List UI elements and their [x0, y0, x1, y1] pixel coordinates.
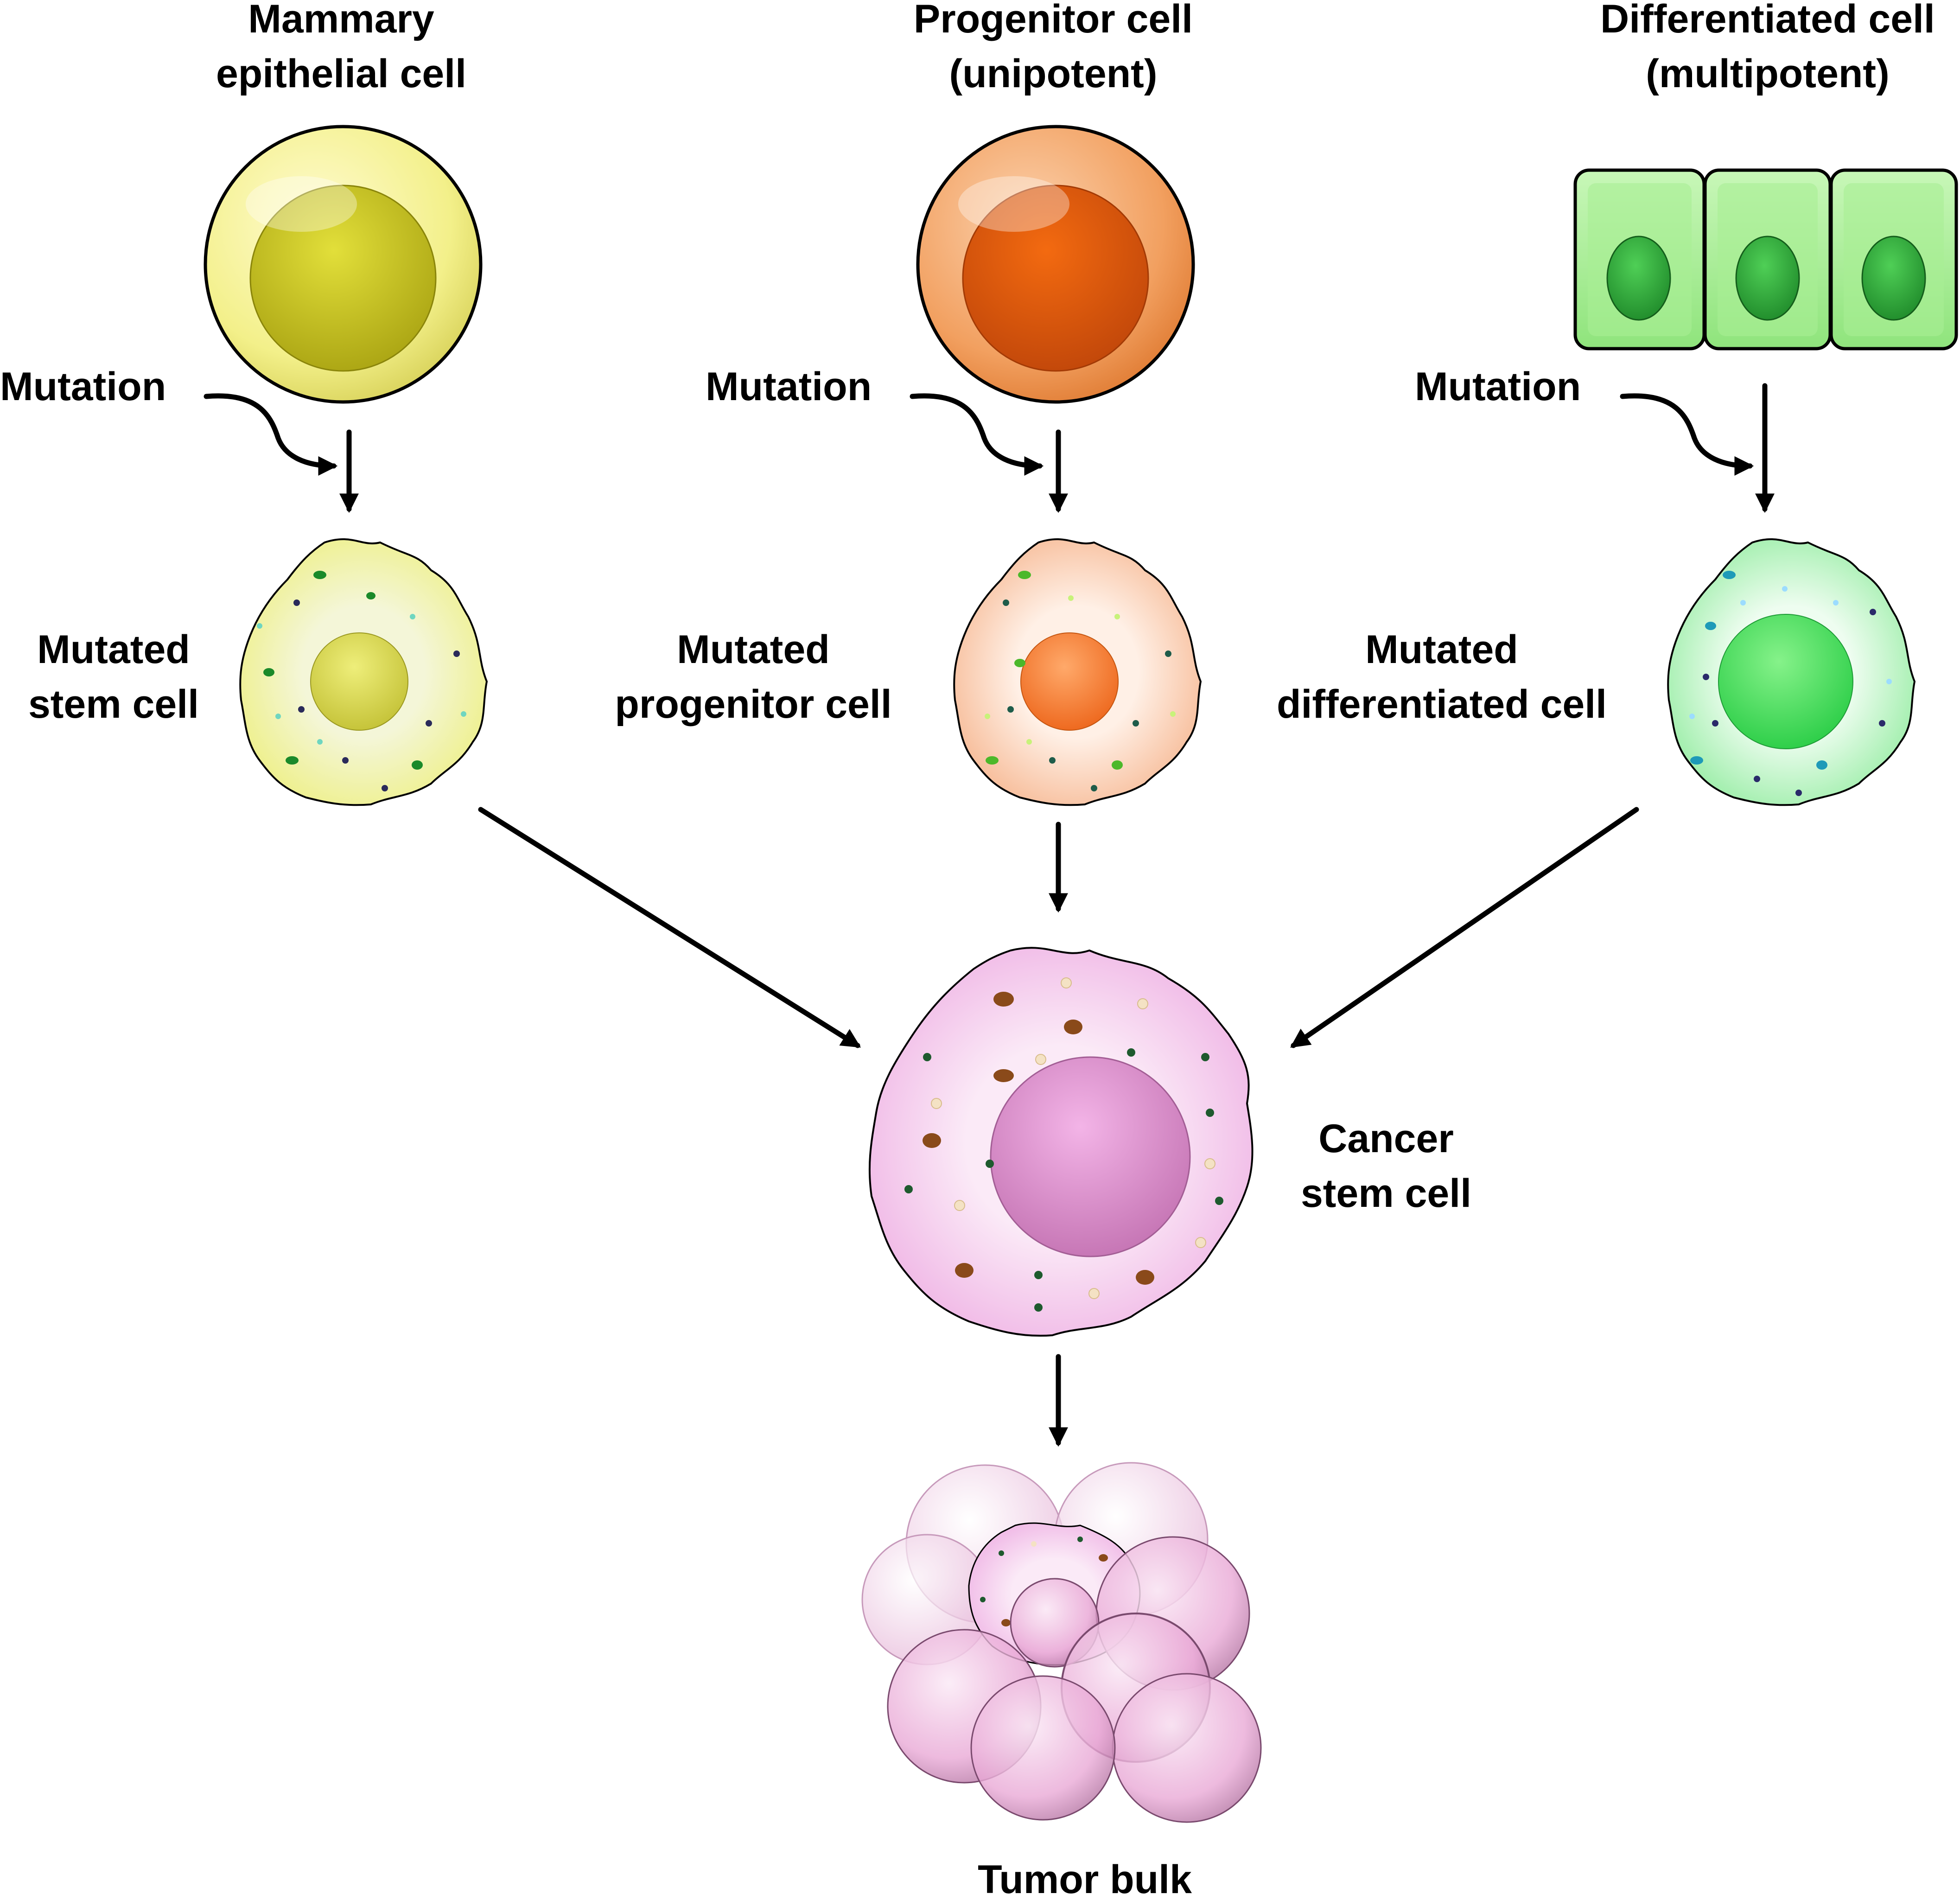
mutated-label-progenitor: Mutated progenitor cell — [615, 627, 891, 727]
mutated-stem-cell — [239, 538, 488, 806]
progenitor-cell — [916, 125, 1195, 404]
tumor-bulk — [861, 1462, 1262, 1823]
svg-text:differentiated cell: differentiated cell — [1277, 682, 1607, 727]
svg-text:Progenitor cell: Progenitor cell — [914, 0, 1193, 41]
svg-text:progenitor cell: progenitor cell — [615, 682, 891, 727]
mutation-curve-arrow — [910, 393, 1044, 476]
mutation-label-progenitor: Mutation — [706, 364, 872, 409]
arrow-differentiated-to-cancer — [1290, 807, 1639, 1048]
mutated-label-stem: Mutated stem cell — [28, 627, 199, 727]
mutation-label-differentiated: Mutation — [1415, 364, 1581, 409]
mutated-label-differentiated: Mutated differentiated cell — [1277, 627, 1607, 727]
cancer-stem-cell — [868, 947, 1254, 1337]
svg-text:epithelial cell: epithelial cell — [216, 51, 466, 96]
svg-text:Mutated: Mutated — [1365, 627, 1518, 672]
svg-text:Cancer: Cancer — [1318, 1116, 1454, 1161]
source-label-stem: Mammary epithelial cell — [216, 0, 466, 96]
mutation-curve-arrow — [204, 393, 338, 476]
svg-text:(unipotent): (unipotent) — [949, 51, 1158, 96]
source-label-differentiated: Differentiated cell (multipotent) — [1600, 0, 1935, 96]
mutation-curve-arrow — [1620, 393, 1754, 476]
svg-text:(multipotent): (multipotent) — [1646, 51, 1889, 96]
mammary-epithelial-cell — [204, 125, 483, 404]
tumor-bulk-label: Tumor bulk — [978, 1857, 1192, 1900]
svg-text:stem cell: stem cell — [28, 682, 199, 727]
organelles — [904, 977, 1223, 1312]
organelles — [1689, 571, 1892, 796]
differentiated-cell — [1573, 168, 1706, 351]
cancer-stem-cell-label: Cancer stem cell — [1301, 1116, 1471, 1216]
differentiated-cell — [1703, 168, 1832, 351]
source-label-progenitor: Progenitor cell (unipotent) — [914, 0, 1193, 96]
arrow-stem-to-cancer — [478, 807, 861, 1048]
organelles — [257, 571, 466, 791]
converging-arrows — [478, 807, 1639, 1048]
mutated-progenitor-cell — [953, 538, 1202, 806]
mutation-arrows — [204, 383, 1775, 513]
svg-text:Mutated: Mutated — [677, 627, 830, 672]
mutation-label-stem: Mutation — [0, 364, 166, 409]
differentiated-cell — [1829, 168, 1958, 351]
svg-text:Differentiated cell: Differentiated cell — [1600, 0, 1935, 41]
mutated-differentiated-cell — [1667, 538, 1916, 806]
svg-text:Mutated: Mutated — [37, 627, 190, 672]
svg-text:Mammary: Mammary — [248, 0, 434, 41]
svg-text:stem cell: stem cell — [1301, 1171, 1471, 1216]
differentiated-cell-row — [1573, 168, 1958, 351]
organelles — [985, 571, 1176, 791]
